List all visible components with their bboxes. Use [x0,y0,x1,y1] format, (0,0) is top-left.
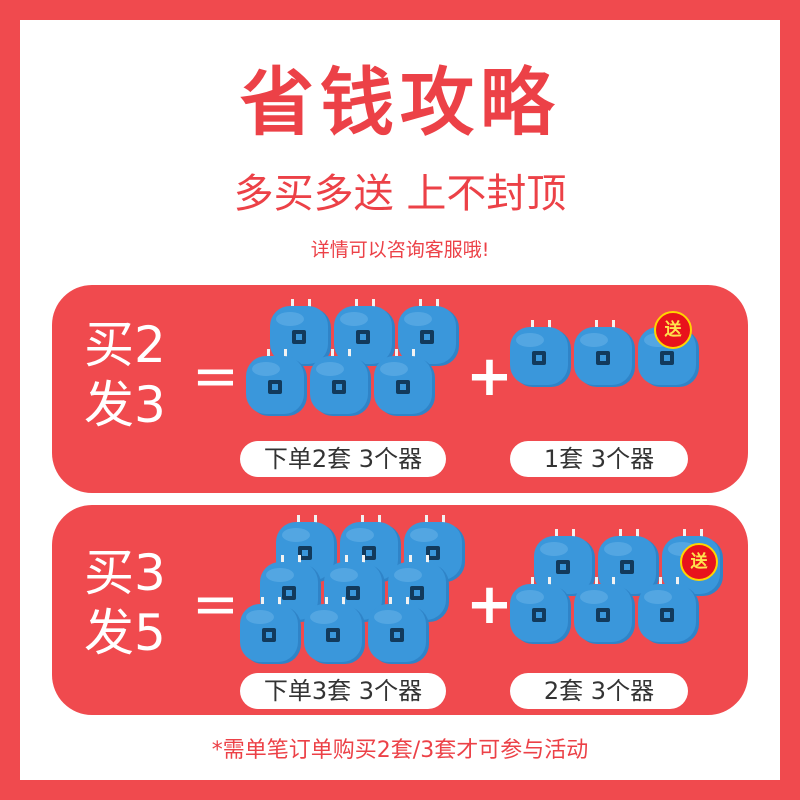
gift-badge-icon: 送 [680,543,718,581]
gift-sets-label: 1套 3个器 [510,441,688,477]
mosquito-repellent-device-icon [334,299,395,366]
device-group-ordered [246,299,459,416]
promo-subtitle: 多买多送 上不封顶 [233,171,567,217]
deal-get-label: 发3 [84,376,166,434]
mosquito-repellent-device-icon [510,320,571,387]
mosquito-repellent-device-icon [398,299,459,366]
ordered-sets-label: 下单3套 3个器 [240,673,446,709]
deal-buy-label: 买3 [84,544,166,602]
mosquito-repellent-device-icon [574,320,635,387]
device-group-ordered [240,515,465,664]
deal-buy-label: 买2 [84,316,166,374]
gift-sets-label: 2套 3个器 [510,673,688,709]
offer-panel-buy3: 买3 发5 = + 送 下单3套 3个器 2套 3个器 [52,505,748,715]
contact-note: 详情可以咨询客服哦! [310,239,490,261]
mosquito-repellent-device-icon [270,299,331,366]
page-title: 省钱攻略 [240,60,560,146]
equals-sign: = [192,572,239,637]
equals-sign: = [192,344,239,409]
offer-panel-buy2: 买2 发3 = + 送 下单2套 3个器 1套 3个器 [52,285,748,493]
plus-sign: + [466,572,513,637]
footer-disclaimer: *需单笔订单购买2套/3套才可参与活动 [211,738,589,763]
deal-get-label: 发5 [84,604,166,662]
plus-sign: + [466,344,513,409]
ordered-sets-label: 下单2套 3个器 [240,441,446,477]
gift-badge-icon: 送 [654,311,692,349]
